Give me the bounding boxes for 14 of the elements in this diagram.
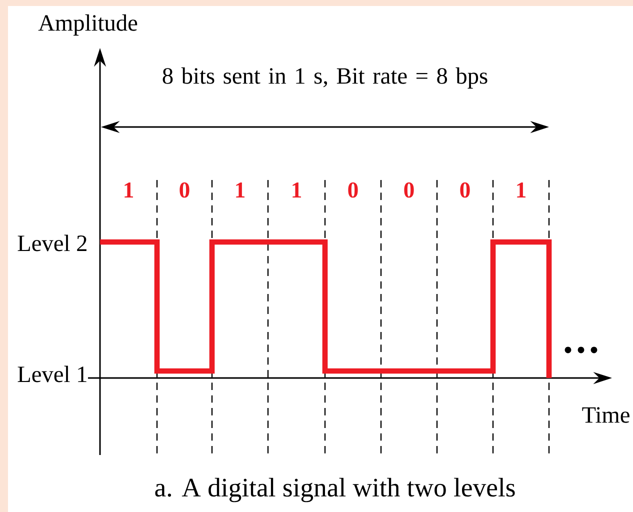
bit-value: 1 bbox=[124, 182, 133, 198]
rate-annotation: 8 bits sent in 1 s, Bit rate = 8 bps bbox=[162, 67, 488, 89]
bit-value: 0 bbox=[348, 182, 358, 198]
level-label: Level 1 bbox=[18, 366, 86, 382]
bit-value: 1 bbox=[292, 182, 301, 198]
bit-value: 0 bbox=[460, 182, 470, 198]
axis-label: Time bbox=[582, 407, 630, 423]
bit-value: 1 bbox=[517, 182, 526, 198]
bit-value: 0 bbox=[180, 182, 190, 198]
bit-value: 1 bbox=[236, 182, 244, 198]
level-label: Level 2 bbox=[18, 234, 86, 252]
bit-value: 0 bbox=[404, 182, 414, 198]
caption: a. A digital signal with two levels bbox=[155, 478, 515, 502]
axis-label: Amplitude bbox=[38, 14, 138, 36]
